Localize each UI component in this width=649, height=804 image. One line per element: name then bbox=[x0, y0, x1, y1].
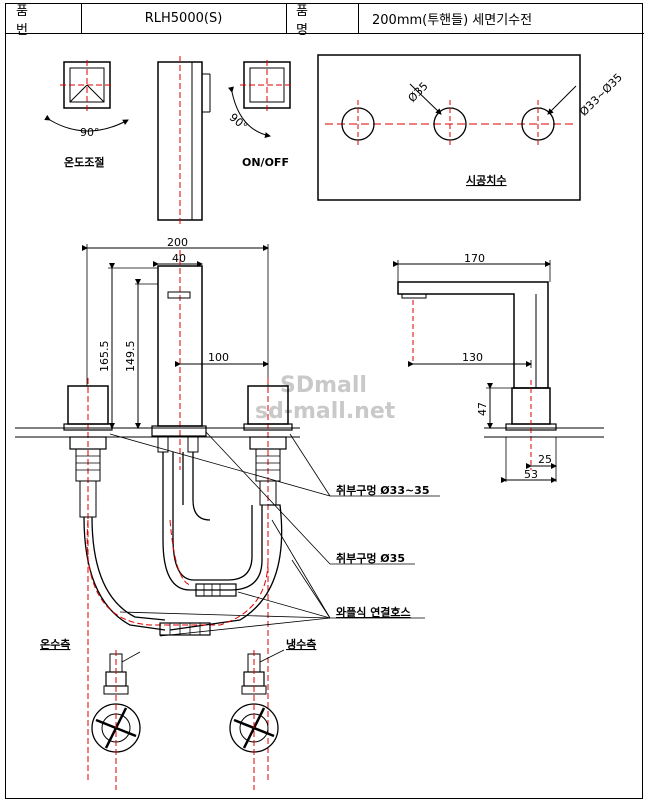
dim-width: 200 bbox=[167, 236, 188, 249]
callout-hole-handle: 취부구멍 Ø33~35 bbox=[336, 483, 430, 497]
dim-height-total: 165.5 bbox=[98, 341, 111, 373]
angle-valve-hot bbox=[91, 650, 141, 790]
side-view-spout-small bbox=[157, 56, 211, 224]
side-view-faucet bbox=[393, 260, 604, 483]
dim-base-inner: 25 bbox=[538, 453, 552, 466]
label-hot: 온수측 bbox=[40, 637, 70, 651]
callout-hole-spout: 취부구멍 Ø35 bbox=[336, 551, 405, 565]
watermark-line2: sd-mall.net bbox=[255, 399, 396, 424]
dim-spout-width: 40 bbox=[172, 252, 186, 265]
dim-offset: 100 bbox=[208, 351, 229, 364]
part-number: RLH5000(S) bbox=[81, 4, 286, 34]
install-dia-right: Ø33~Ø35 bbox=[577, 71, 625, 119]
label-cold: 냉수측 bbox=[286, 637, 316, 651]
installation-box bbox=[317, 54, 581, 201]
callout-leaders bbox=[109, 431, 440, 637]
temp-label: 온도조절 bbox=[64, 156, 104, 169]
dim-length: 170 bbox=[464, 252, 485, 265]
product-name-label: 품 명 bbox=[286, 4, 358, 38]
top-view-onoff-handle bbox=[228, 60, 294, 138]
callout-hose: 와플식 연결호스 bbox=[336, 605, 411, 619]
temp-angle: 90° bbox=[80, 126, 100, 139]
part-number-label: 품 번 bbox=[6, 4, 81, 38]
dim-height-spout: 149.5 bbox=[124, 341, 137, 373]
top-view-temp-handle bbox=[44, 60, 129, 132]
front-view-faucet bbox=[63, 244, 293, 780]
product-name: 200mm(투핸들) 세면기수전 bbox=[358, 4, 644, 34]
dim-reach: 130 bbox=[462, 351, 483, 364]
install-label: 시공치수 bbox=[466, 173, 506, 187]
onoff-label: ON/OFF bbox=[242, 156, 289, 169]
watermark-line1: SDmall bbox=[280, 373, 367, 398]
dim-handle-height: 47 bbox=[476, 402, 489, 416]
dim-base-width: 53 bbox=[524, 468, 538, 481]
angle-valve-cold bbox=[229, 649, 285, 790]
drawing-sheet: 품 번 RLH5000(S) 품 명 200mm(투핸들) 세면기수전 bbox=[5, 3, 644, 799]
onoff-angle: 90° bbox=[227, 111, 250, 133]
